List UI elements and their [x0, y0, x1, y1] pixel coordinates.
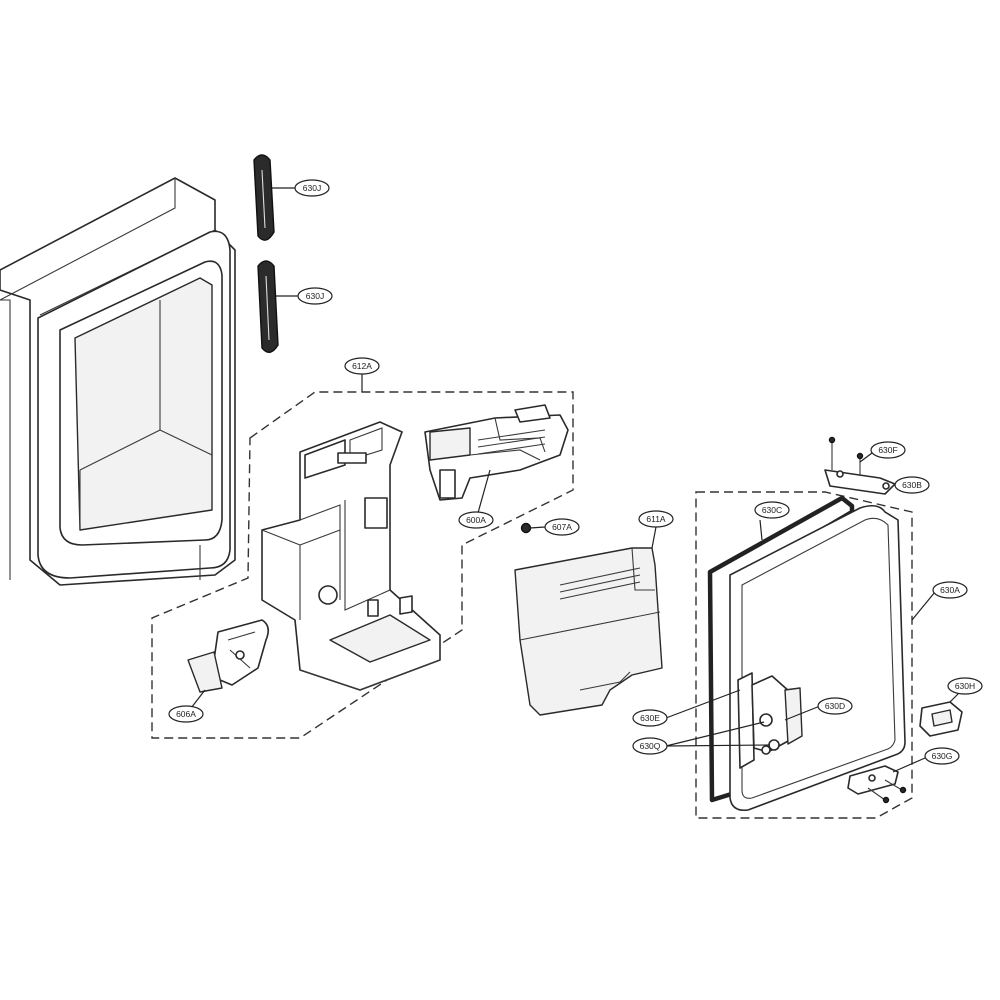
- callout-label: 630J: [303, 183, 321, 193]
- top-hinge-630f: [824, 436, 896, 495]
- callout-630D: 630D: [817, 697, 853, 715]
- seal-630j-upper: [253, 154, 275, 241]
- callout-label: 630H: [955, 681, 975, 691]
- callout-600A: 600A: [458, 511, 494, 529]
- callout-630G: 630G: [924, 747, 960, 765]
- callout-label: 630A: [940, 585, 960, 595]
- seal-630j-lower: [257, 260, 279, 353]
- assembly-612a-outline: [151, 391, 574, 739]
- door-panel: [0, 177, 236, 586]
- handle-block-630h: [919, 701, 963, 737]
- callout-607A: 607A: [544, 518, 580, 536]
- ice-maker-600a: [424, 404, 569, 501]
- callout-label: 630J: [306, 291, 324, 301]
- callout-630J-lower: 630J: [297, 287, 333, 305]
- callout-612A: 612A: [344, 357, 380, 375]
- callout-606A: 606A: [168, 705, 204, 723]
- callout-630Q: 630Q: [632, 737, 668, 755]
- callout-label: 630G: [932, 751, 953, 761]
- callout-611A: 611A: [638, 510, 674, 528]
- hinge-630e: [737, 672, 803, 769]
- callout-label: 606A: [176, 709, 196, 719]
- callout-label: 630F: [878, 445, 897, 455]
- callout-label: 612A: [352, 361, 372, 371]
- callout-630F: 630F: [870, 441, 906, 459]
- callout-label: 600A: [466, 515, 486, 525]
- callout-630C: 630C: [754, 501, 790, 519]
- callouts: 630J 630J 612A 600A 607A 611A 606A 630F: [168, 179, 983, 765]
- callout-label: 630B: [902, 480, 922, 490]
- cover-panel-611a: [514, 547, 663, 716]
- callout-630H: 630H: [947, 677, 983, 695]
- callout-label: 630Q: [640, 741, 661, 751]
- callout-label: 630C: [762, 505, 782, 515]
- callout-label: 607A: [552, 522, 572, 532]
- callout-label: 630E: [640, 713, 660, 723]
- callout-label: 630D: [825, 701, 845, 711]
- lever-606a: [187, 619, 270, 693]
- callout-630J-upper: 630J: [294, 179, 330, 197]
- assembly-630-outline: [695, 491, 913, 819]
- callout-630A: 630A: [932, 581, 968, 599]
- leader-lines: [187, 187, 963, 773]
- callout-label: 611A: [646, 514, 666, 524]
- callout-630B: 630B: [894, 476, 930, 494]
- screw-607a: [520, 522, 532, 534]
- callout-630E: 630E: [632, 709, 668, 727]
- bottom-hinge-630g: [847, 765, 907, 804]
- dispenser-housing: [261, 421, 441, 691]
